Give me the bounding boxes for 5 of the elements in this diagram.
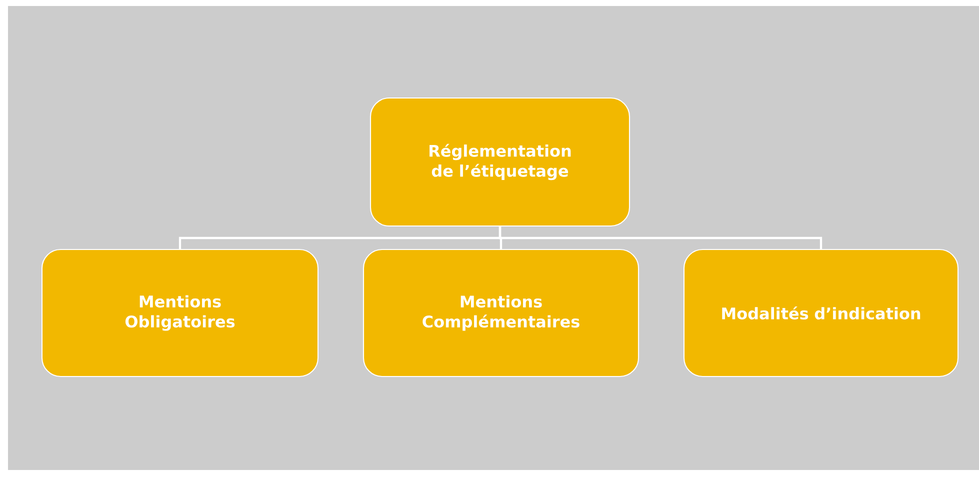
rounded-box: Réglementation de l’étiquetage bbox=[370, 97, 630, 227]
connector bbox=[498, 226, 822, 249]
rounded-box: Mentions Complémentaires bbox=[362, 248, 640, 378]
rounded-box: Modalités d’indication bbox=[683, 248, 959, 378]
rounded-box: Mentions Obligatoires bbox=[41, 248, 319, 378]
